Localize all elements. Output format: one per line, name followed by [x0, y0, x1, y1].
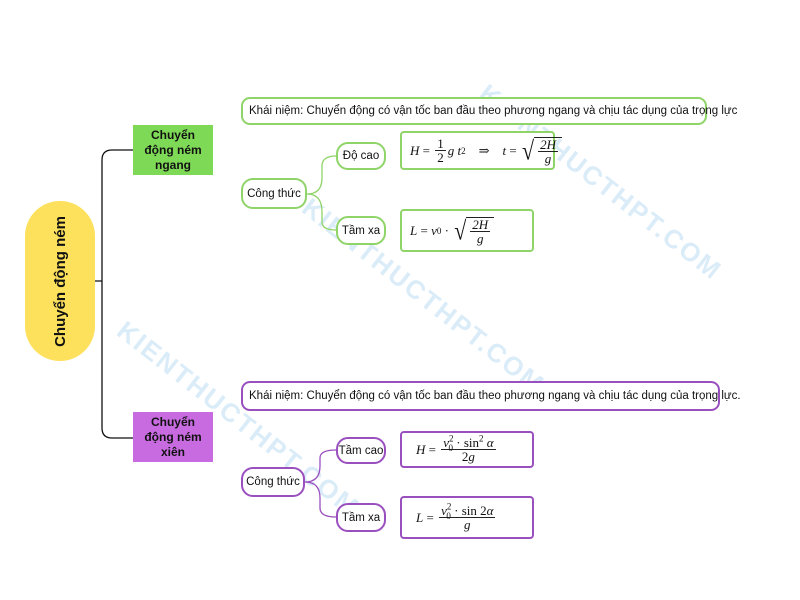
oblique-concept-text: Khái niệm: Chuyển động có vận tốc ban đầ…: [249, 390, 741, 402]
horizontal-range-node: Tầm xa: [336, 216, 386, 245]
root-label: Chuyển động ném: [51, 215, 69, 347]
connector-oblique-formula: [304, 449, 337, 518]
oblique-range-math: L = v20 · sin 2α g: [416, 501, 496, 532]
connector-horizontal-formula: [306, 155, 337, 231]
horizontal-formula-node: Công thức: [241, 178, 307, 209]
horizontal-formula-label: Công thức: [247, 187, 301, 200]
branch-oblique-throw: Chuyển động ném xiên: [133, 412, 213, 462]
oblique-formula-label: Công thức: [246, 476, 300, 488]
connector-root-branches: [95, 149, 133, 439]
oblique-range-node: Tầm xa: [336, 503, 386, 532]
oblique-formula-node: Công thức: [241, 467, 305, 497]
oblique-height-math: H = v20 · sin2 α 2g: [416, 433, 496, 464]
root-node: Chuyển động ném: [25, 201, 95, 361]
branch-horizontal-throw: Chuyển động ném ngang: [133, 125, 213, 175]
oblique-range-label: Tầm xa: [341, 511, 381, 524]
branch-oblique-label: Chuyển động ném xiên: [144, 414, 202, 459]
oblique-height-node: Tầm cao: [336, 437, 386, 464]
horizontal-height-label: Độ cao: [342, 150, 380, 162]
horizontal-range-label: Tầm xa: [341, 224, 381, 237]
oblique-height-label: Tầm cao: [338, 444, 384, 457]
branch-horizontal-label: Chuyển động ném ngang: [144, 127, 202, 172]
oblique-height-formula: H = v20 · sin2 α 2g: [400, 431, 534, 468]
oblique-concept-box: Khái niệm: Chuyển động có vận tốc ban đầ…: [241, 381, 741, 411]
oblique-range-formula: L = v20 · sin 2α g: [400, 496, 534, 539]
horizontal-concept-box: Khái niệm: Chuyển động có vận tốc ban đầ…: [241, 97, 737, 125]
horizontal-height-node: Độ cao: [336, 142, 386, 170]
horizontal-concept-text: Khái niệm: Chuyển động có vận tốc ban đầ…: [249, 105, 738, 117]
